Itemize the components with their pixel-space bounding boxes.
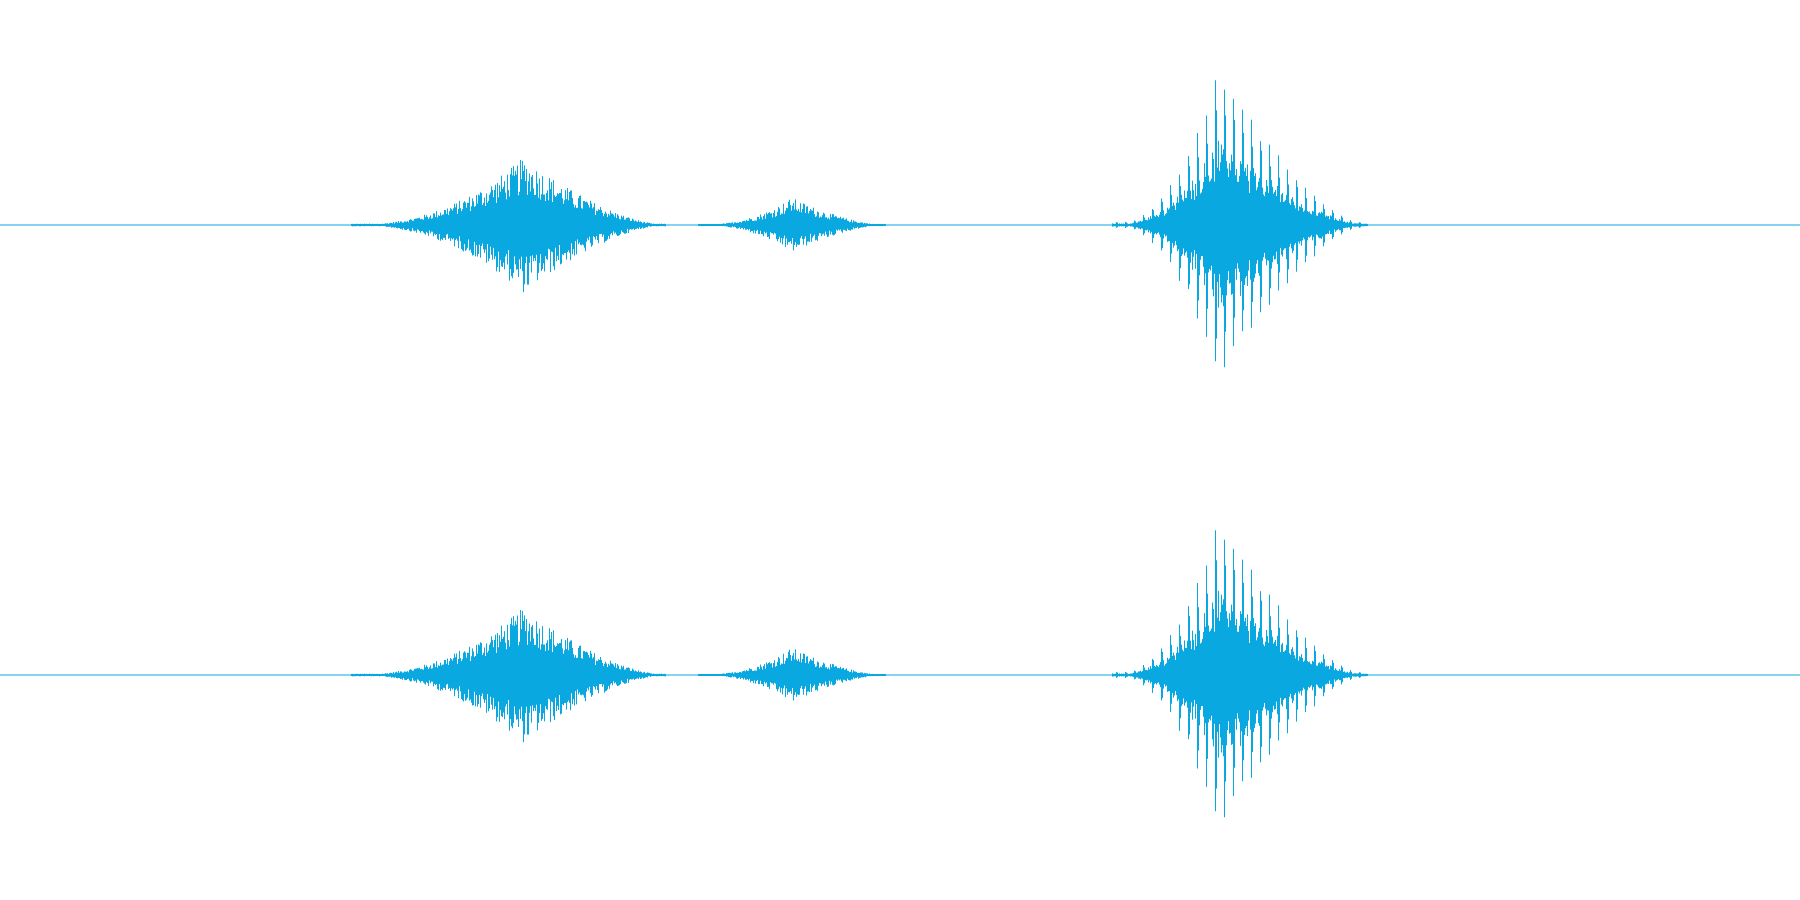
waveform-channel-2 — [0, 530, 1800, 818]
waveform-envelope — [351, 530, 1368, 818]
waveform-envelope — [351, 80, 1368, 368]
waveform-channel-1 — [0, 80, 1800, 368]
